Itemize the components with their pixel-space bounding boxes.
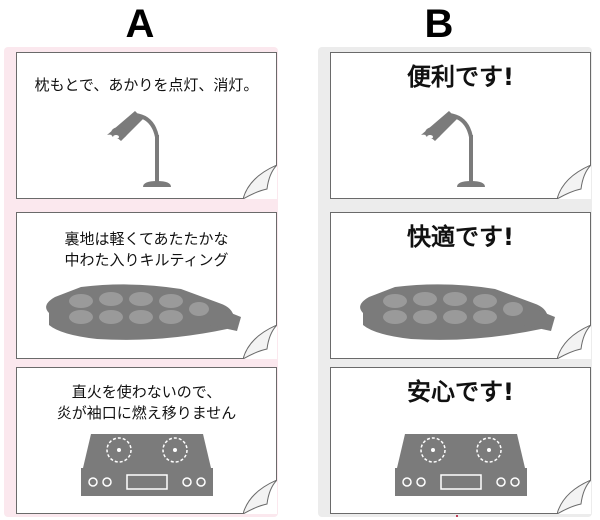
induction-stove-icon <box>81 434 213 496</box>
page-curl-icon <box>557 165 591 199</box>
page-curl-icon <box>243 480 277 514</box>
column-b-title: B <box>424 2 454 46</box>
card-b-lamp: 便利です! <box>330 52 591 199</box>
desk-lamp-icon <box>107 111 171 187</box>
card-b-stove: 安心です! <box>330 367 591 514</box>
card-b-stove-caption: 安心です! <box>407 378 514 406</box>
caption-line: 直火を使わないので、 <box>71 383 222 401</box>
card-a-lamp-caption: 枕もとで、あかりを点灯、消灯。 <box>17 75 276 96</box>
caption-line: 裏地は軽くてあたたかな <box>64 230 229 248</box>
page-curl-icon <box>557 325 591 359</box>
panel-a: 枕もとで、あかりを点灯、消灯。 裏地は軽くてあたたかな 中わた入りキルティング <box>4 47 278 517</box>
page-curl-icon <box>243 325 277 359</box>
futon-icon <box>360 284 555 340</box>
page-curl-icon <box>557 480 591 514</box>
card-a-lamp: 枕もとで、あかりを点灯、消灯。 <box>16 52 277 199</box>
panel-b: 便利です! 快適です! <box>318 47 592 517</box>
card-a-stove-caption: 直火を使わないので、 炎が袖口に燃え移りません <box>17 382 276 424</box>
decorative-dot <box>456 515 458 517</box>
card-a-futon-caption: 裏地は軽くてあたたかな 中わた入りキルティング <box>17 229 276 271</box>
page-curl-icon <box>243 165 277 199</box>
card-b-futon: 快適です! <box>330 212 591 359</box>
induction-stove-icon <box>395 434 527 496</box>
caption-line: 枕もとで、あかりを点灯、消灯。 <box>34 76 259 94</box>
card-a-stove: 直火を使わないので、 炎が袖口に燃え移りません <box>16 367 277 514</box>
caption-line: 中わた入りキルティング <box>64 251 229 269</box>
card-b-futon-caption: 快適です! <box>407 223 514 251</box>
futon-icon <box>46 284 241 340</box>
card-b-lamp-caption: 便利です! <box>407 63 514 91</box>
card-a-futon: 裏地は軽くてあたたかな 中わた入りキルティング <box>16 212 277 359</box>
caption-line: 炎が袖口に燃え移りません <box>56 404 237 422</box>
column-a-title: A <box>125 2 155 46</box>
desk-lamp-icon <box>421 111 485 187</box>
